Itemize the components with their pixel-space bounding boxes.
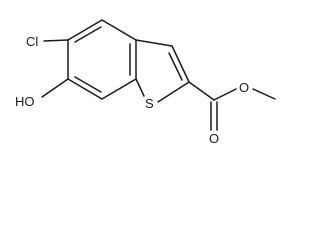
- double-bond-inner-c3-c2: [168, 52, 183, 81]
- bond-c6-oh: [41, 78, 69, 98]
- bond-s-c7a: [135, 78, 145, 97]
- bond-c6-c7: [67, 78, 103, 100]
- atom-label-ester-oxygen: O: [239, 80, 249, 95]
- double-bond-inner-c6-c7: [74, 76, 102, 93]
- bond-c7-c7a: [101, 78, 137, 100]
- molecule-structure: Cl HO S O O: [15, 19, 276, 146]
- bond-c3-c2: [171, 45, 190, 83]
- bond-c4-c5: [67, 19, 103, 41]
- atom-label-chlorine: Cl: [26, 34, 38, 49]
- atom-label-carbonyl-oxygen: O: [209, 131, 219, 146]
- bond-c3a-c4: [101, 19, 137, 41]
- bond-c2-ccarbonyl: [188, 81, 215, 101]
- bond-c2-s: [157, 81, 190, 103]
- bond-c5-cl: [43, 39, 69, 42]
- atom-label-sulfur: S: [145, 96, 154, 111]
- bond-c3a-c3: [135, 39, 173, 47]
- atom-label-hydroxyl: HO: [15, 94, 35, 109]
- double-bond-inner-c4-c5: [74, 26, 102, 43]
- bond-ccarbonyl-oester: [213, 88, 237, 101]
- bond-oester-methyl: [252, 88, 276, 100]
